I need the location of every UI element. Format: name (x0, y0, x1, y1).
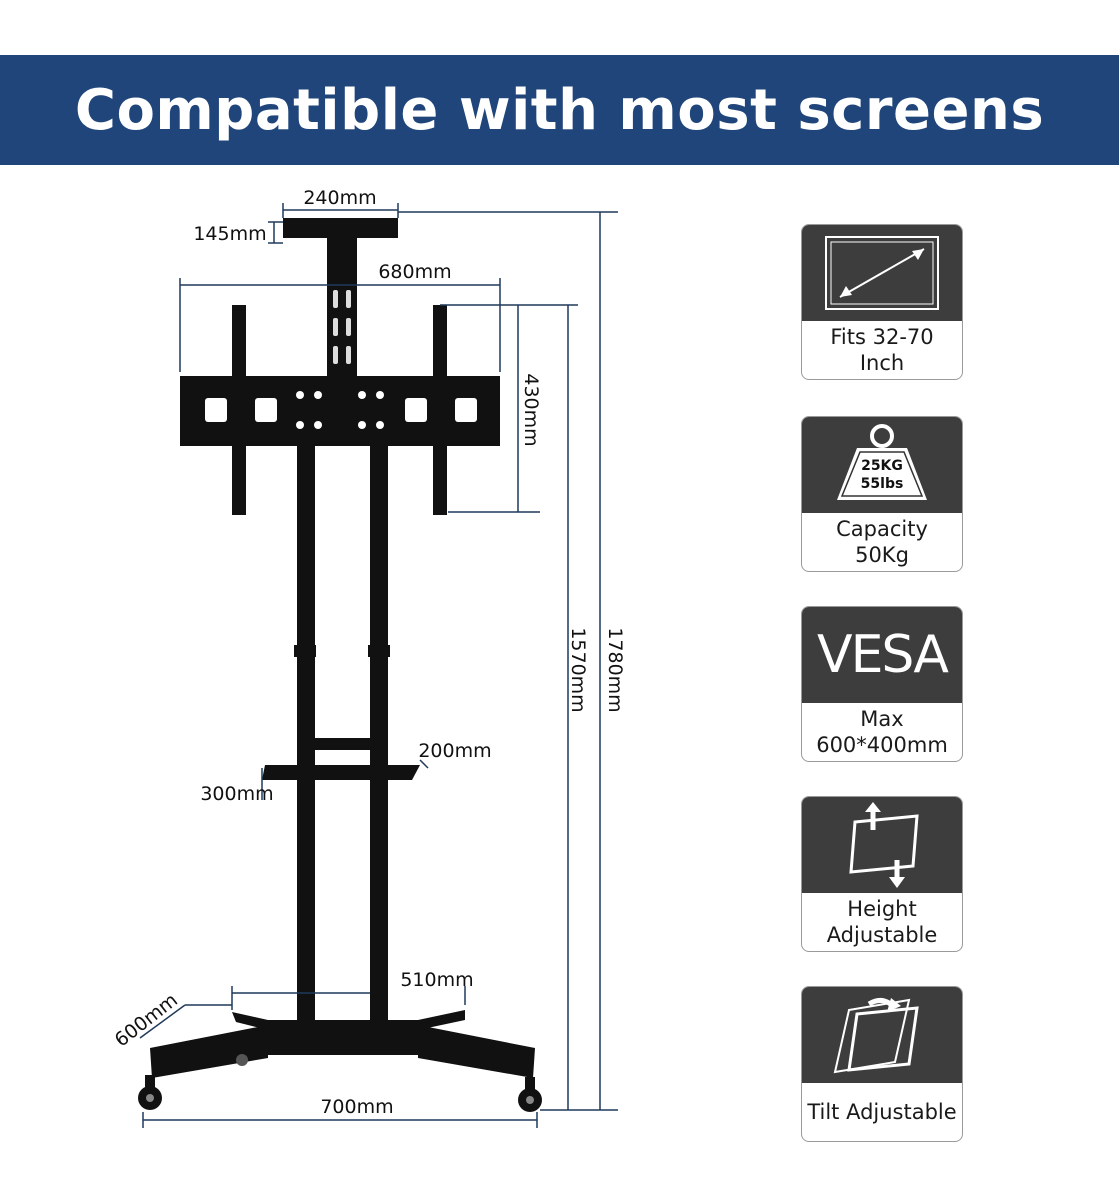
dim-mount-height: 430mm (520, 373, 542, 446)
feature-card-tilt: Tilt Adjustable (801, 986, 963, 1142)
feature-label: Tilt Adjustable (807, 1100, 957, 1124)
dim-height-1570: 1570mm (567, 627, 589, 712)
dim-top-plate-width: 240mm (303, 187, 376, 209)
dim-base-inner: 510mm (400, 969, 473, 991)
dim-top-plate-height: 145mm (193, 223, 266, 245)
title-banner: Compatible with most screens (0, 55, 1119, 165)
dim-shelf-width: 300mm (200, 783, 273, 805)
tilt-adjust-icon (802, 987, 962, 1083)
dim-base-width: 700mm (320, 1096, 393, 1118)
diagonal-screen-icon (802, 225, 962, 321)
dimension-lines (139, 203, 618, 1128)
dim-mount-width: 680mm (378, 261, 451, 283)
dim-height-1780: 1780mm (604, 627, 626, 712)
weight-kg: 25KG (861, 458, 903, 474)
vesa-icon: VESA (802, 607, 962, 703)
weight-icon: 25KG 55lbs (802, 417, 962, 513)
dim-base-depth: 600mm (111, 989, 182, 1051)
tv-stand-diagram: 240mm 145mm 680mm 430mm 1570mm 1780mm 20… (111, 187, 626, 1128)
weight-lbs: 55lbs (861, 476, 904, 492)
banner-title: Compatible with most screens (74, 77, 1045, 143)
stand-illustration (138, 218, 542, 1112)
dim-shelf-depth: 200mm (418, 740, 491, 762)
height-adjust-icon (802, 797, 962, 893)
vesa-text: VESA (817, 625, 949, 685)
